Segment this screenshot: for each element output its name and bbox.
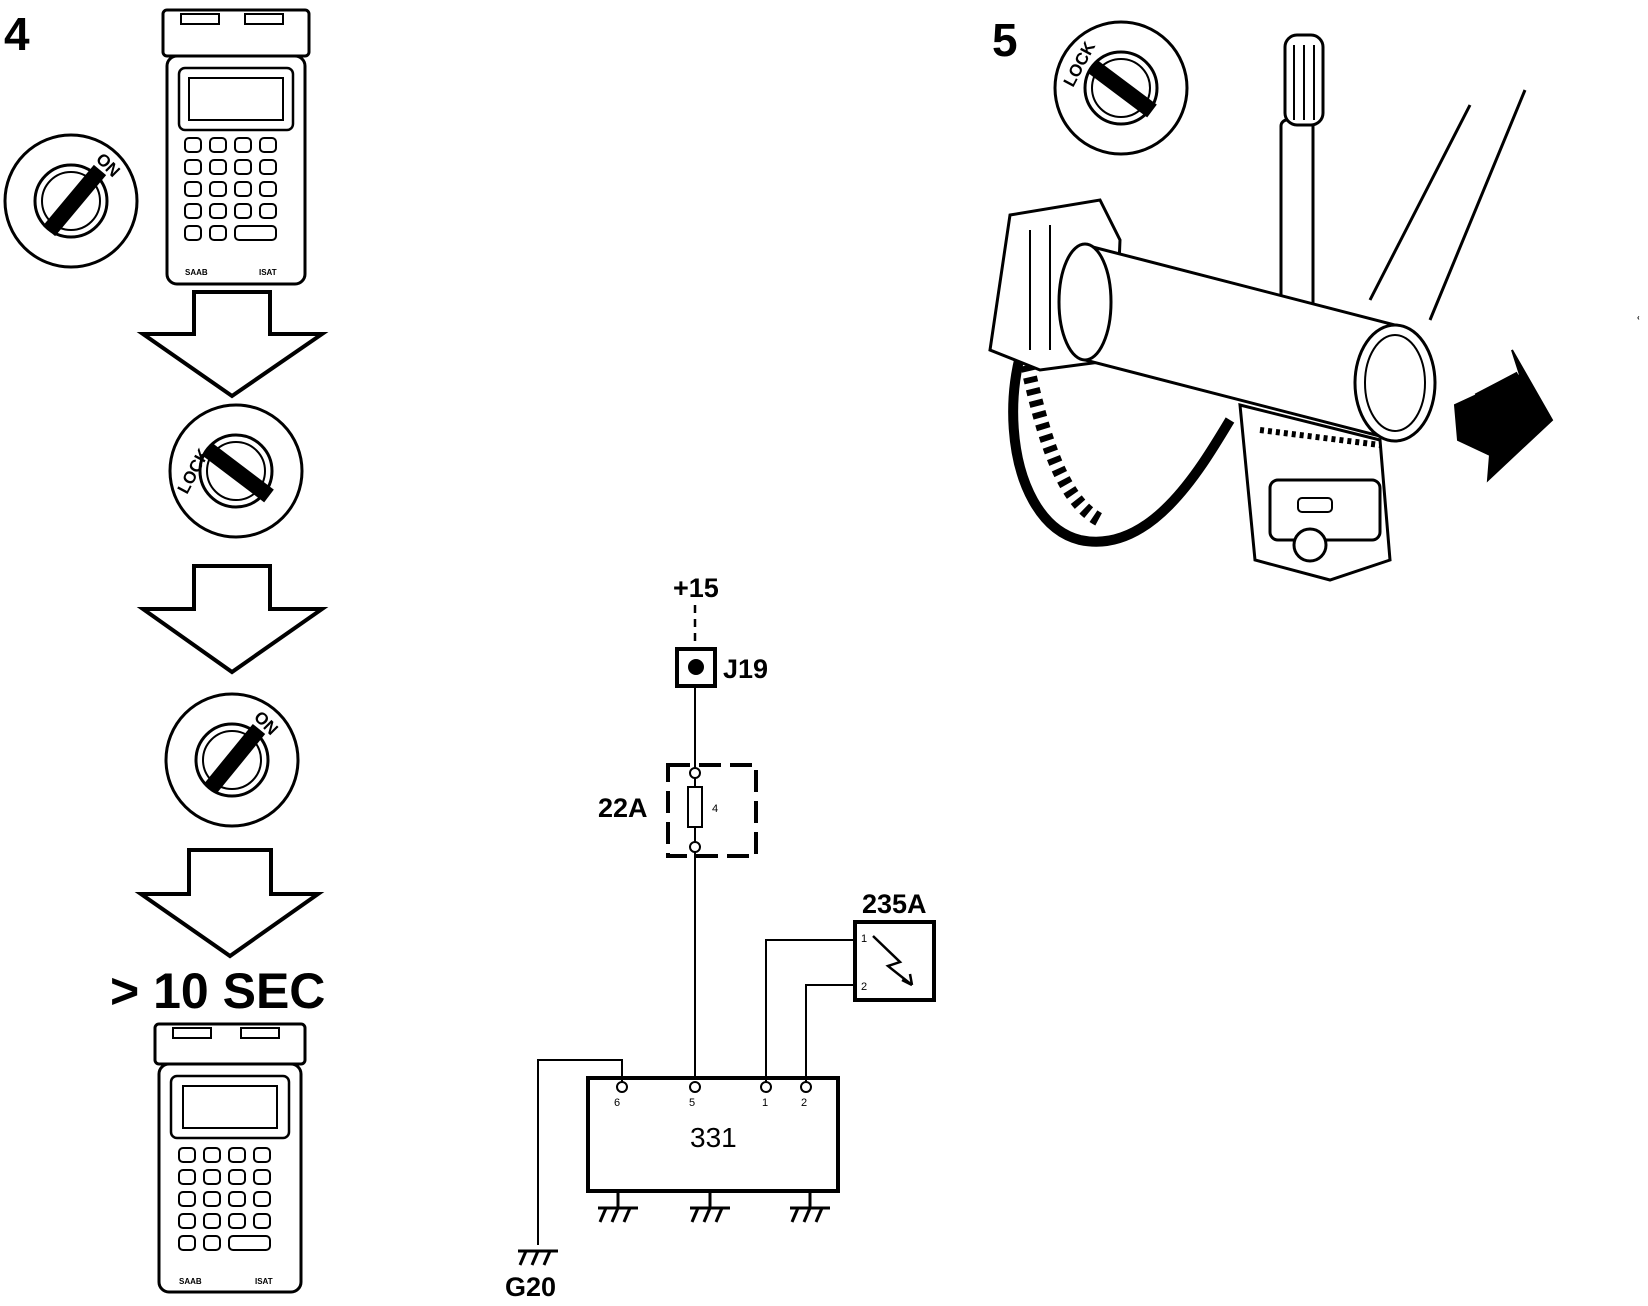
tester-brand-right: ISAT — [259, 268, 277, 277]
module-pin-6: 6 — [614, 1097, 620, 1109]
module-ground-symbols — [598, 1191, 830, 1223]
tester-brand-left-2: SAAB — [179, 1277, 202, 1286]
ground-symbol-g20 — [518, 1249, 558, 1266]
module-331 — [586, 1076, 840, 1193]
module-pin-2: 2 — [801, 1097, 807, 1109]
ignition-key-on-2: ON — [164, 692, 300, 828]
module-pin-5: 5 — [689, 1097, 695, 1109]
down-arrow-1 — [136, 290, 329, 399]
step-number-4: 4 — [4, 8, 30, 60]
wire-pin2 — [805, 984, 857, 1082]
ground-label: G20 — [505, 1272, 556, 1302]
ignition-key-lock-step5: LOCK — [1053, 20, 1189, 156]
down-arrow-2 — [136, 564, 329, 675]
ground-wire-g20 — [537, 1059, 623, 1245]
tester-brand-left: SAAB — [185, 268, 208, 277]
wiring-schematic — [518, 605, 936, 1266]
ignition-key-on-1: ON — [3, 133, 139, 269]
sensor-pin2-label: 2 — [861, 981, 867, 993]
sensor-235a — [853, 920, 936, 1002]
cylinder-end-left — [1057, 242, 1113, 362]
arrow-shaft — [1474, 371, 1524, 407]
diagnostic-tester-bottom: SAAB ISAT — [153, 1022, 307, 1294]
sensor-label: 235A — [862, 889, 927, 919]
pull-direction-arrow — [1453, 349, 1554, 483]
down-arrow-3 — [134, 848, 325, 959]
supply-label: +15 — [673, 573, 719, 603]
sensor-pin1-label: 1 — [861, 933, 867, 945]
lightning-icon — [872, 935, 913, 986]
module-pin-1: 1 — [762, 1097, 768, 1109]
edge-mark: ‹ — [1637, 313, 1640, 322]
wire-pin1 — [765, 939, 857, 1082]
keypad — [184, 137, 277, 241]
junction-dot — [688, 659, 704, 675]
junction-label: J19 — [723, 654, 768, 684]
ignition-key-lock: LOCK — [168, 403, 304, 539]
tester-brand-right-2: ISAT — [255, 1277, 273, 1286]
ribbon-teeth — [1013, 328, 1104, 527]
fuse-4 — [687, 786, 703, 828]
steering-column-illustration — [988, 33, 1527, 582]
stalk — [1279, 118, 1315, 312]
fuse-box-22a — [666, 763, 758, 858]
module-label: 331 — [690, 1122, 737, 1153]
fuse-number-label: 4 — [712, 803, 718, 815]
fuse-box-label: 22A — [598, 793, 648, 823]
duration-label: > 10 SEC — [110, 963, 325, 1019]
step-number-5: 5 — [992, 14, 1018, 66]
diagnostic-tester-top: SAAB ISAT — [161, 8, 311, 286]
keypad-bottom — [178, 1147, 271, 1251]
